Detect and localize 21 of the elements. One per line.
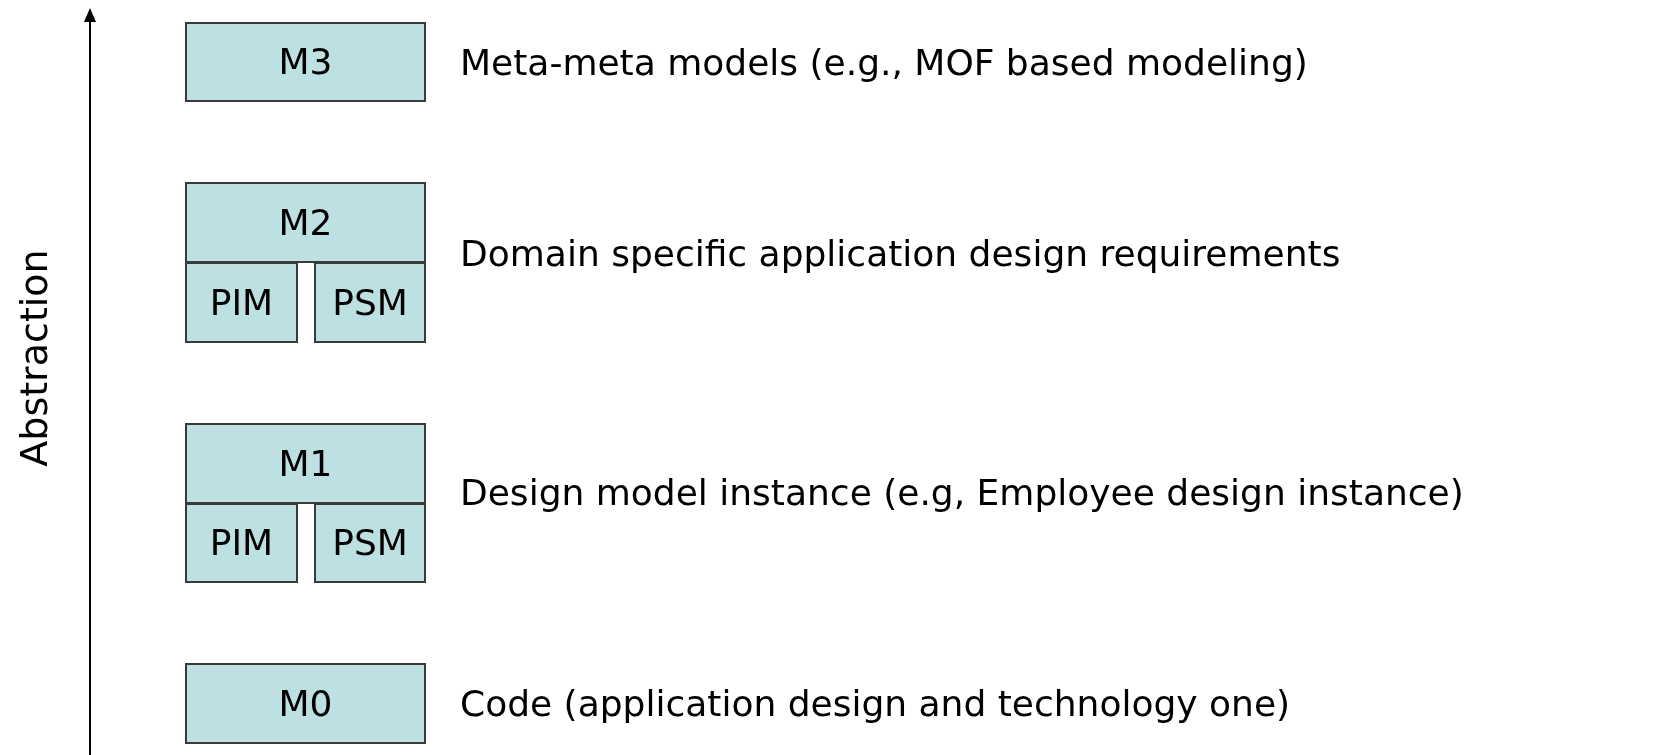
model-level-box — [185, 503, 298, 583]
level-name: PIM — [209, 284, 274, 321]
level-name: M3 — [278, 44, 333, 80]
level-name: PSM — [332, 525, 408, 561]
level-name: PSM — [332, 284, 408, 321]
model-level-box — [185, 423, 426, 504]
level-name: M1 — [278, 445, 333, 482]
model-level-box — [185, 182, 426, 263]
level-name: PIM — [209, 525, 274, 561]
axis-label: Abstraction — [12, 248, 56, 469]
model-level-box — [185, 663, 426, 744]
level-description: Domain specific application design requirements — [460, 232, 1341, 276]
level-description: Design model instance (e.g, Employee design instance) — [460, 471, 1464, 515]
level-description: Code (application design and technology one) — [460, 682, 1291, 726]
model-level-box — [314, 262, 426, 343]
level-description: Meta-meta models (e.g., MOF based modeling) — [460, 41, 1308, 85]
level-name: M2 — [278, 204, 333, 241]
model-level-box — [185, 262, 298, 343]
model-level-box — [314, 503, 426, 583]
level-name: M0 — [278, 685, 333, 722]
model-level-box — [185, 22, 426, 102]
